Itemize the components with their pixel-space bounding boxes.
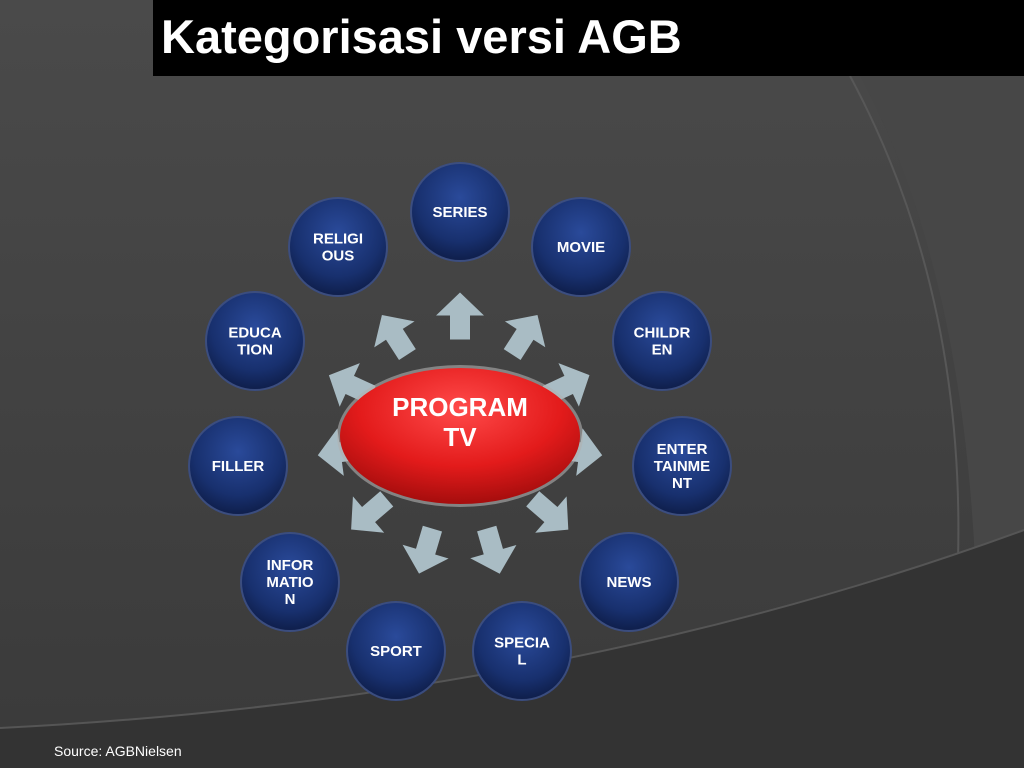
node-label: EDUCA (228, 325, 282, 342)
node-label: EN (652, 342, 673, 359)
node-news: NEWS (579, 532, 679, 632)
arrow-to-series (436, 292, 484, 340)
node-label: L (517, 652, 526, 669)
arrow-to-movie (503, 314, 546, 360)
node-label: MOVIE (557, 239, 605, 256)
center-label: PROGRAM (392, 392, 528, 422)
arrow-to-sport (402, 525, 449, 574)
node-label: RELIGI (313, 231, 363, 248)
source-note: Source: AGBNielsen (54, 743, 182, 759)
node-label: NEWS (607, 574, 652, 591)
arrow-to-special (470, 525, 517, 574)
arrow-to-news (526, 491, 569, 533)
background-swoosh-bottom (0, 530, 1024, 768)
node-series: SERIES (410, 162, 510, 262)
node-label: FILLER (212, 458, 265, 475)
node-label: INFOR (267, 557, 314, 574)
center-label: TV (443, 422, 477, 452)
node-label: SPORT (370, 643, 422, 660)
node-sport: SPORT (346, 601, 446, 701)
slide-title: Kategorisasi versi AGB (161, 10, 682, 63)
node-label: NT (672, 475, 692, 492)
node-label: TION (237, 342, 273, 359)
node-label: OUS (322, 248, 355, 265)
background-swoosh-curve (849, 75, 960, 561)
title-bar: Kategorisasi versi AGB (153, 0, 1024, 76)
node-label: TAINME (654, 458, 710, 475)
node-label: MATIO (266, 574, 314, 591)
node-movie: MOVIE (531, 197, 631, 297)
arrow-to-religious (374, 315, 416, 360)
node-label: N (285, 591, 296, 608)
node-filler: FILLER (188, 416, 288, 516)
node-label: SERIES (432, 204, 487, 221)
background-swoosh-right (860, 76, 1024, 560)
node-label: CHILDR (634, 325, 691, 342)
arrow-to-information (351, 491, 394, 533)
node-label: ENTER (657, 441, 708, 458)
node-label: SPECIA (494, 635, 550, 652)
